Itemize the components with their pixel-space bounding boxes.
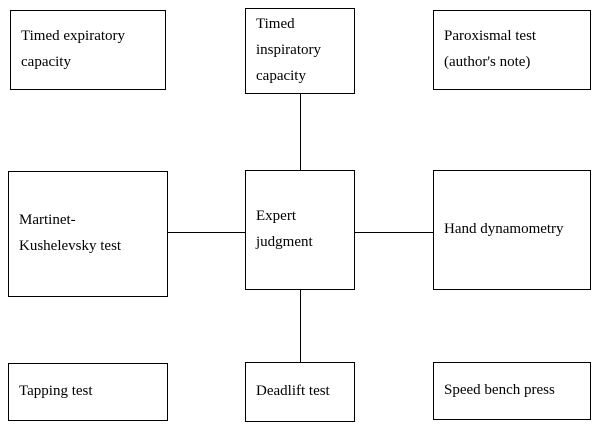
connector-martinet-to-expert bbox=[168, 232, 245, 233]
node-label: Martinet- Kushelevsky test bbox=[19, 212, 122, 254]
node-label: Paroxismal test (author's note) bbox=[444, 28, 537, 70]
node-label: Speed bench press bbox=[444, 382, 555, 399]
node-timed-inspiratory-capacity: Timed inspiratory capacity bbox=[245, 8, 355, 94]
node-deadlift-test: Deadlift test bbox=[245, 362, 355, 422]
connector-expert-to-deadlift bbox=[300, 290, 301, 362]
node-paroxismal-test: Paroxismal test (author's note) bbox=[433, 10, 591, 90]
node-label: Hand dynamometry bbox=[444, 221, 564, 238]
node-tapping-test: Tapping test bbox=[8, 363, 168, 421]
node-expert-judgment: Expert judgment bbox=[245, 170, 355, 290]
node-label: Tapping test bbox=[19, 383, 93, 400]
node-label: Timed expiratory capacity bbox=[21, 28, 126, 70]
node-speed-bench-press: Speed bench press bbox=[433, 362, 591, 420]
node-martinet-kushelevsky-test: Martinet- Kushelevsky test bbox=[8, 171, 168, 297]
node-hand-dynamometry: Hand dynamometry bbox=[433, 170, 591, 290]
node-timed-expiratory-capacity: Timed expiratory capacity bbox=[10, 10, 166, 90]
connector-inspiratory-to-expert bbox=[300, 94, 301, 170]
node-label: Expert judgment bbox=[256, 208, 313, 250]
node-label: Deadlift test bbox=[256, 383, 330, 400]
node-label: Timed inspiratory capacity bbox=[256, 16, 321, 84]
connector-expert-to-dynamometry bbox=[355, 232, 433, 233]
